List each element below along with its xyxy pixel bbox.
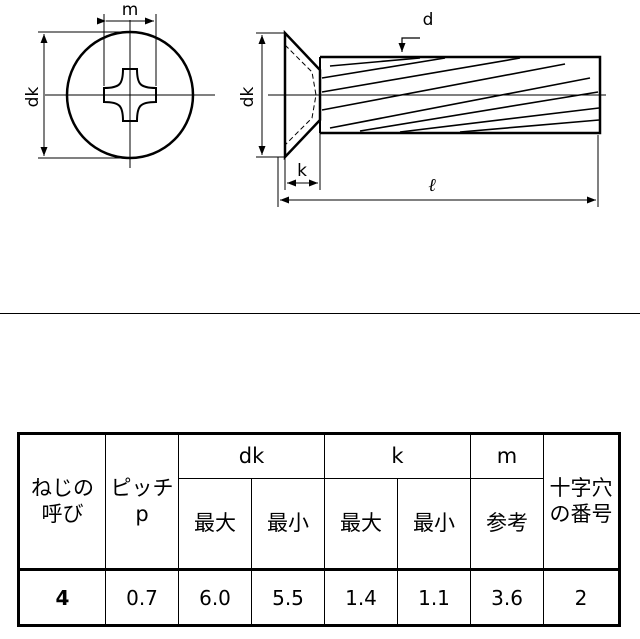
header-recess-line2: の番号 — [549, 501, 613, 526]
screw-side-view: d dk k ℓ — [238, 10, 606, 207]
d-label: d — [423, 10, 434, 30]
cell-m-ref: 3.6 — [470, 568, 545, 626]
header-thread-size-line1: ねじの — [31, 476, 94, 501]
l-label: ℓ — [428, 175, 436, 196]
header-pitch-line1: ピッチ — [110, 476, 174, 501]
header-m-ref: 参考 — [470, 477, 545, 571]
cell-thread-size: 4 — [18, 568, 106, 626]
header-k: k — [323, 433, 472, 479]
k-label: k — [297, 161, 307, 181]
phillips-recess — [103, 68, 157, 122]
header-dk: dk — [178, 433, 325, 479]
recess-hidden-lines — [284, 44, 317, 146]
cell-k-max: 1.4 — [324, 568, 398, 626]
header-k-min: 最小 — [396, 477, 472, 571]
cell-pitch: 0.7 — [105, 568, 179, 626]
header-k-max: 最大 — [324, 477, 398, 571]
m-label: m — [122, 0, 139, 20]
header-recess-line1: 十字穴 — [549, 476, 613, 501]
header-dk-min: 最小 — [251, 477, 325, 571]
header-pitch-line2: p — [135, 501, 149, 526]
cell-dk-max: 6.0 — [178, 568, 252, 626]
d-leader — [398, 37, 420, 52]
dk-front-label: dk — [23, 87, 43, 108]
head-front-view: m dk — [23, 0, 215, 168]
cell-k-min: 1.1 — [396, 568, 472, 626]
header-dk-max: 最大 — [178, 477, 252, 571]
screw-shank — [320, 55, 602, 135]
dk-side-label: dk — [238, 87, 258, 108]
header-recess-number: 十字穴 の番号 — [543, 432, 621, 571]
header-pitch: ピッチ p — [105, 432, 179, 571]
cell-dk-min: 5.5 — [251, 568, 325, 626]
header-thread-size-line2: 呼び — [41, 501, 84, 526]
header-thread-size: ねじの 呼び — [18, 432, 106, 571]
screw-technical-drawing: m dk d dk — [23, 0, 606, 207]
dimension-spec-table: ねじの 呼び ピッチ p dk k m 十字穴 の番号 最大 最小 最大 最小 … — [17, 432, 622, 627]
header-m: m — [470, 433, 545, 479]
section-divider — [0, 313, 640, 314]
spiral-grooves — [321, 57, 600, 133]
cell-recess-number: 2 — [543, 568, 621, 626]
